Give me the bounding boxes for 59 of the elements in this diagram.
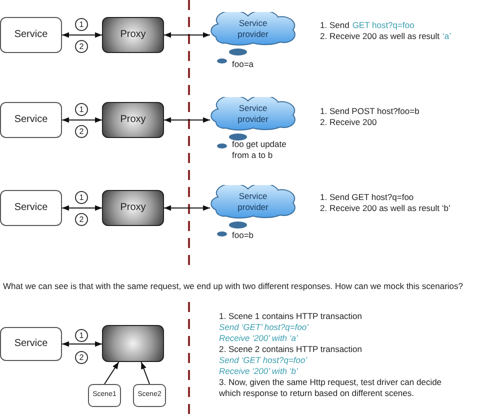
node-label: Proxy (119, 28, 147, 42)
step-number: 1 (75, 329, 88, 342)
arrow (62, 341, 102, 347)
instruction-text: GET host?q=foo (352, 20, 414, 31)
step-number: 1 (75, 191, 88, 204)
instruction-text: Receive ‘200’ with ‘a’ (219, 333, 298, 344)
scene-box (88, 384, 121, 407)
arrow (62, 205, 102, 211)
node-label: Proxy (119, 114, 147, 126)
node-label: Service (13, 338, 49, 350)
arrow (104, 362, 120, 384)
node-label: Service (13, 202, 49, 214)
arrow (62, 32, 102, 38)
instruction-text: Send ‘GET host?q=foo’ (219, 355, 308, 366)
instruction-text: 1. Send POST host?foo=b (320, 106, 420, 117)
instruction-text: 1. Scene 1 contains HTTP transaction (219, 311, 362, 322)
cloud-shape (208, 185, 298, 219)
proxy-box (102, 102, 164, 138)
node-label: Service provider (236, 103, 270, 125)
arrow (62, 117, 102, 123)
service-box (0, 17, 62, 53)
instruction-text: 1. Send (320, 20, 350, 31)
node-label: Proxy (119, 202, 147, 214)
instruction-text: ‘a’ (442, 31, 452, 42)
service-box (0, 327, 62, 361)
instruction-text: 2. Scene 2 contains HTTP transaction (219, 344, 362, 355)
instruction-text: 2. Receive 200 (320, 117, 377, 128)
step-number: 2 (75, 40, 88, 53)
instruction-text: Send ‘GET’ host?q=foo’ (219, 322, 309, 333)
note-text: foo=a (232, 59, 255, 70)
arrow (164, 205, 210, 211)
scene-box (133, 384, 166, 407)
node-label: Service provider (236, 191, 270, 213)
instruction-text: 1. Send GET host?q=foo (320, 192, 414, 203)
step-number: 2 (75, 213, 88, 226)
service-box (0, 190, 62, 226)
arrow (164, 117, 210, 123)
node-label: Service provider (236, 18, 270, 40)
step-number: 1 (75, 18, 88, 31)
instruction-text: 2. Receive 200 as well as result (320, 31, 440, 42)
cloud-shape (208, 12, 298, 46)
node-label: Service (13, 114, 49, 126)
arrow (164, 32, 210, 38)
instruction-text: 2. Receive 200 as well as result ‘b’ (320, 203, 450, 214)
proxy-box (102, 17, 164, 53)
cloud-shape (208, 97, 298, 131)
proxy-box (102, 190, 164, 226)
node-label: Service (13, 28, 49, 42)
service-box (0, 102, 62, 138)
note-text: foo get update from a to b (232, 139, 288, 160)
step-number: 1 (75, 103, 88, 116)
question-text: What we can see is that with the same request, we end up with two different responses. How can we mock this scenarios? (3, 281, 464, 292)
proxy-box (102, 325, 164, 362)
step-number: 2 (75, 351, 88, 364)
step-number: 2 (75, 125, 88, 138)
note-text: foo=b (232, 230, 255, 241)
arrow (140, 362, 150, 384)
instruction-text: Receive ‘200’ with ‘b’ (219, 366, 298, 377)
instruction-text: 3. Now, given the same Http request, test driver can decide which response to return based on different scenes. (219, 377, 443, 399)
